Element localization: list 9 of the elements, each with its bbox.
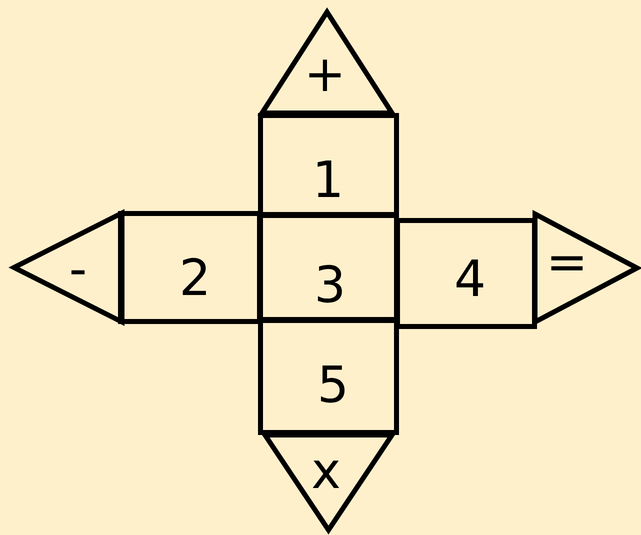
operator-symbol: x — [311, 446, 341, 496]
operator-symbol: - — [68, 244, 88, 294]
face-number: 1 — [312, 155, 344, 205]
operator-symbol: + — [304, 49, 346, 99]
face-number: 2 — [179, 253, 211, 303]
face-number: 4 — [454, 254, 486, 304]
operator-symbol: = — [546, 237, 588, 287]
face-number: 5 — [317, 360, 349, 410]
face-number: 3 — [314, 260, 346, 310]
